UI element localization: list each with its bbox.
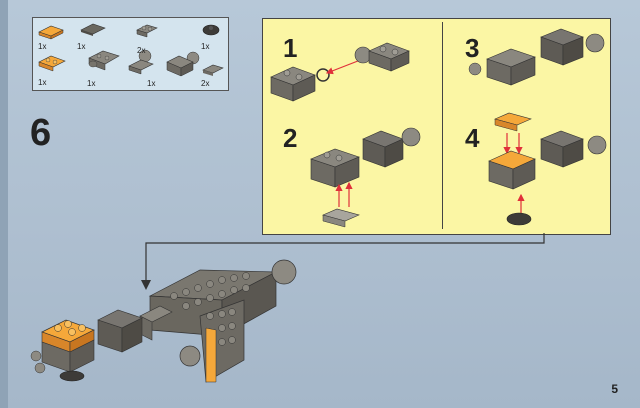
part-gray-ball-brick (166, 51, 200, 77)
page-gutter (0, 0, 8, 408)
substep-3-illustration (468, 28, 605, 86)
model-studs (170, 272, 250, 346)
part-qty: 2x (137, 46, 146, 55)
model-head (30, 319, 95, 382)
model-connector (97, 305, 173, 353)
parts-list-box: 1x 1x 2x 1x 1x 1x 1x 2x (32, 17, 229, 91)
part-gray-ball-plate (128, 49, 154, 75)
substeps-panel: 1 2 3 4 (262, 18, 611, 235)
part-qty: 1x (77, 42, 86, 51)
part-orange-plate-2 (38, 55, 66, 72)
page-number: 5 (611, 382, 618, 396)
part-dark-round-plate (202, 24, 220, 36)
part-gray-clip-plate (88, 50, 120, 71)
part-qty: 1x (38, 78, 47, 87)
parts-illustrations (38, 23, 224, 77)
part-qty: 1x (147, 79, 156, 88)
part-qty: 1x (201, 42, 210, 51)
part-gray-small-plate (202, 64, 224, 76)
substep-number: 1 (283, 33, 298, 63)
substep-2-illustration (310, 127, 421, 228)
substep-4-illustration (488, 112, 607, 226)
substep-illustrations (270, 28, 607, 228)
part-qty: 1x (38, 42, 47, 51)
part-orange-plate-1 (38, 25, 64, 40)
substep-number: 4 (465, 123, 480, 153)
part-qty: 1x (87, 79, 96, 88)
part-qty: 2x (201, 79, 210, 88)
substep-1-illustration (270, 42, 410, 102)
substep-number: 2 (283, 123, 298, 153)
part-gray-tile (80, 23, 106, 36)
main-step-number: 6 (30, 112, 52, 154)
part-gray-plate-2x (136, 24, 158, 38)
panel-divider (442, 22, 443, 229)
substep-number: 3 (465, 33, 480, 63)
